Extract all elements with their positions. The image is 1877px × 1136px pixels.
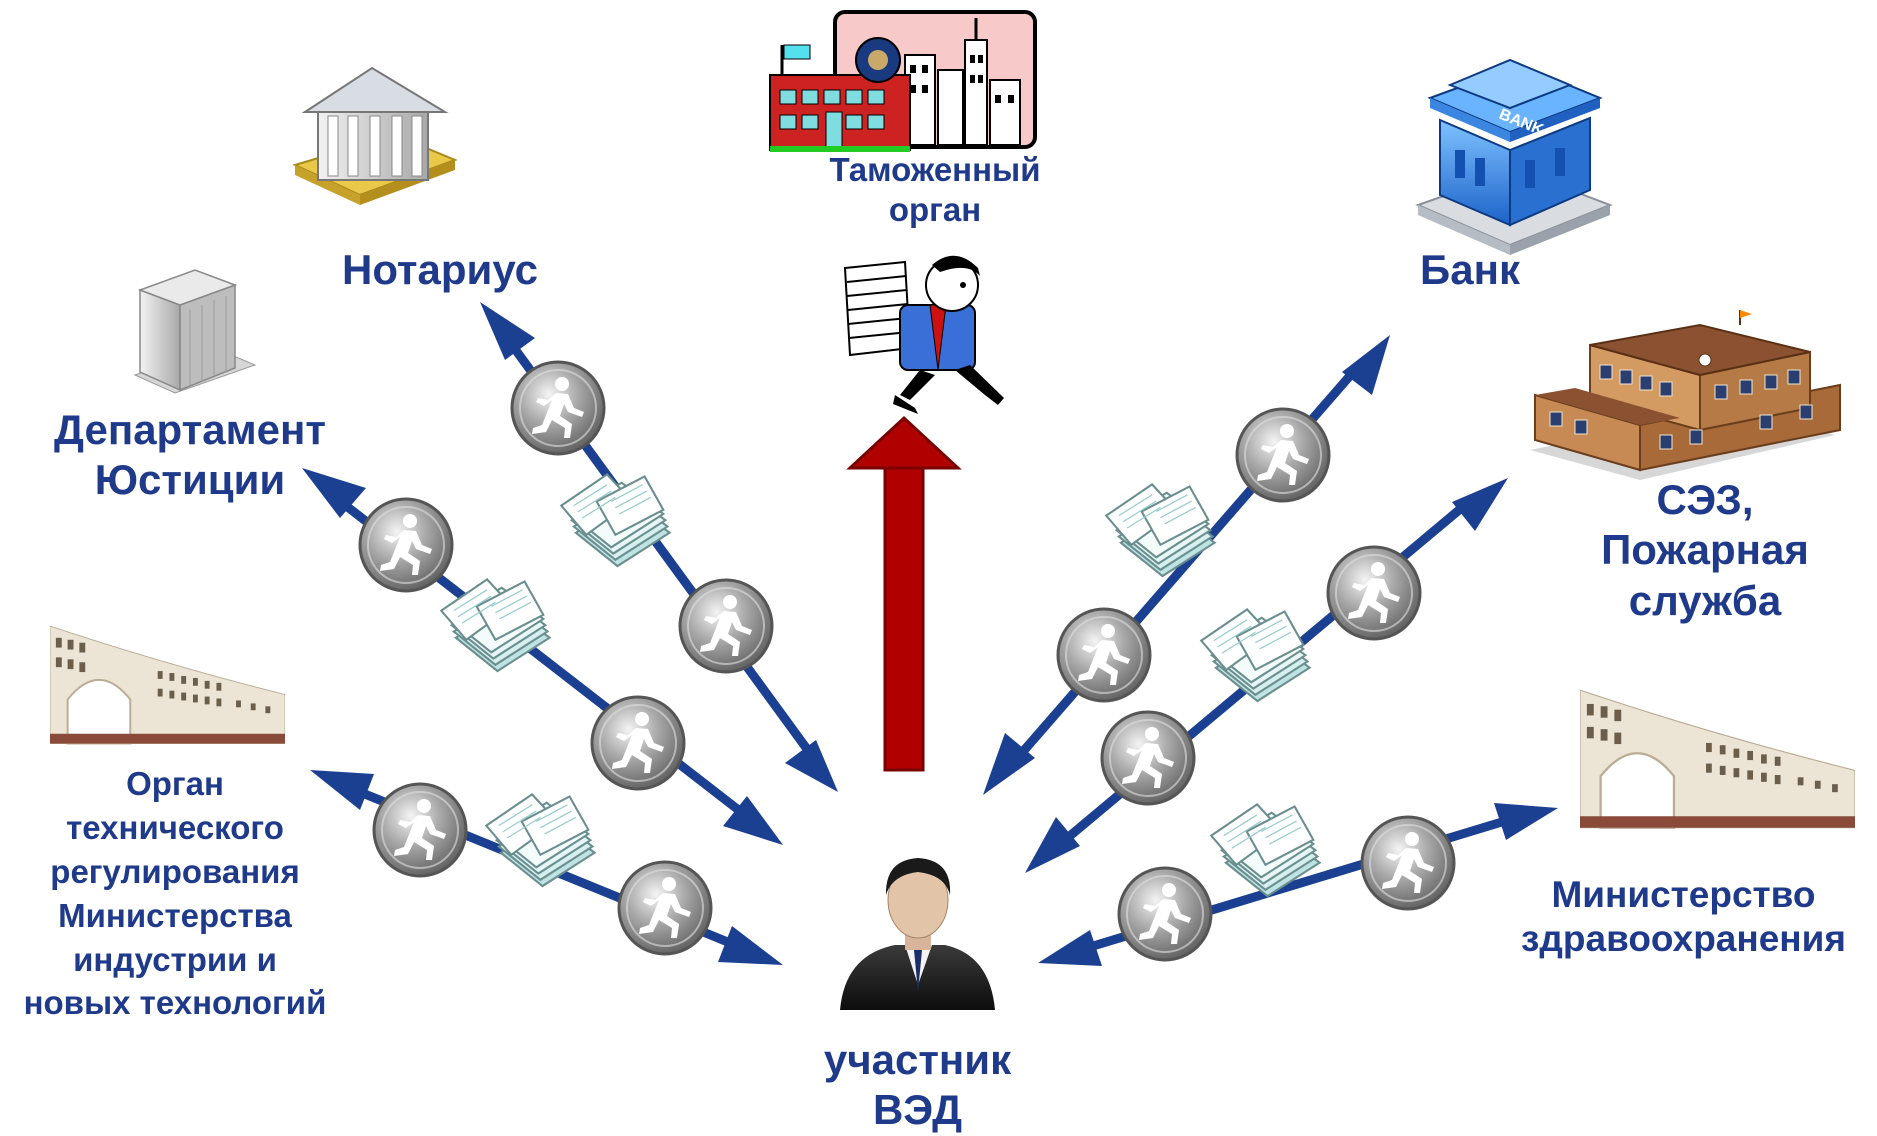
label-ses-line: служба xyxy=(1628,576,1782,624)
label-ses-line: СЭЗ, xyxy=(1656,476,1754,523)
paper-stack-icon xyxy=(560,473,671,568)
label-justice-line: Юстиции xyxy=(94,456,286,504)
justice-building-icon xyxy=(133,269,257,394)
runner-token-icon xyxy=(372,782,468,878)
label-ses-line: Пожарная xyxy=(1601,526,1809,574)
runner-token-icon xyxy=(1117,866,1213,962)
label-notary: Нотариус xyxy=(330,245,550,295)
label-tech-reg-line: Орган xyxy=(126,765,224,802)
label-customs-line: орган xyxy=(888,190,982,228)
label-participant-line: ВЭД xyxy=(872,1086,963,1134)
runner-token-icon xyxy=(1056,607,1152,703)
label-health: Министерство здравоохранения xyxy=(1490,873,1877,962)
customs-office-icon xyxy=(769,10,1037,152)
label-health-line: Министерство xyxy=(1551,874,1816,915)
runner-token-icon xyxy=(358,497,454,593)
runner-token-icon xyxy=(590,695,686,791)
label-bank: Банк xyxy=(1395,245,1545,295)
label-participant: участник ВЭД xyxy=(780,1035,1055,1136)
runner-token-icon xyxy=(1100,710,1196,806)
label-bank-line: Банк xyxy=(1420,246,1520,293)
bank-building-icon: BANK xyxy=(1415,58,1613,255)
label-customs-line: Таможенный xyxy=(829,151,1041,188)
runner-token-icon xyxy=(678,578,774,674)
label-tech-reg-line: новых технологий xyxy=(23,984,327,1022)
label-tech-reg-line: регулирования xyxy=(50,852,300,890)
runner-token-icon xyxy=(1326,545,1422,641)
paper-stack-icon xyxy=(1105,483,1216,578)
label-participant-line: участник xyxy=(823,1036,1012,1083)
label-notary-line: Нотариус xyxy=(341,246,538,293)
paper-stack-icon xyxy=(1200,608,1311,703)
notary-building-icon xyxy=(292,66,458,205)
courier-with-papers-icon xyxy=(843,255,1004,414)
runner-token-icon xyxy=(1360,815,1456,911)
label-tech-reg: Орган технического регулирования Министе… xyxy=(0,762,350,1025)
runner-token-icon xyxy=(1235,407,1331,503)
label-health-line: здравоохранения xyxy=(1521,918,1846,960)
label-tech-reg-line: Министерства xyxy=(58,896,292,934)
paper-stack-icon xyxy=(485,793,596,888)
arrow-bank xyxy=(983,335,1390,795)
government-building-icon xyxy=(1580,689,1855,829)
label-ses: СЭЗ, Пожарная служба xyxy=(1570,475,1840,626)
runner-token-icon xyxy=(510,360,606,456)
runner-token-icon xyxy=(617,860,713,956)
label-justice-line: Департамент xyxy=(54,406,326,453)
businessman-icon xyxy=(840,858,995,1010)
label-tech-reg-line: технического xyxy=(66,808,284,846)
label-tech-reg-line: индустрии и xyxy=(73,940,277,978)
ses-building-icon xyxy=(1530,310,1841,480)
label-customs: Таможенный орган xyxy=(805,150,1065,229)
government-building-icon xyxy=(50,625,285,745)
label-justice: Департамент Юстиции xyxy=(30,405,350,506)
red-arrow-to-customs xyxy=(846,415,962,772)
